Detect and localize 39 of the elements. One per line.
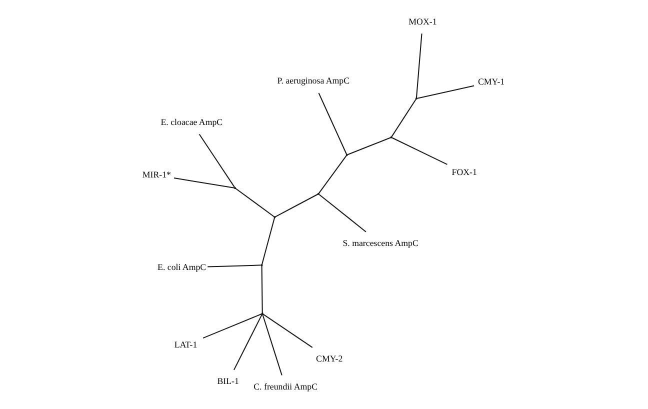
node-point <box>390 136 392 138</box>
node-point <box>234 187 236 190</box>
connector <box>198 134 236 188</box>
connector <box>392 137 448 165</box>
node-point <box>261 312 264 315</box>
node-text: BIL-1 <box>217 376 239 386</box>
connector <box>234 314 262 370</box>
node-point <box>274 216 276 218</box>
connector <box>347 137 391 156</box>
node-point <box>317 192 320 195</box>
node-text: S. marcescens AmpC <box>342 238 418 248</box>
connector <box>318 155 347 194</box>
connector <box>261 218 275 265</box>
connector <box>416 34 422 98</box>
node-text: FOX-1 <box>452 167 477 178</box>
node-text: P. aeruginosa AmpC <box>277 76 350 86</box>
connector <box>261 266 263 313</box>
connector <box>318 194 366 232</box>
connector <box>275 194 318 218</box>
connector <box>202 314 262 339</box>
node-text: E. coli AmpC <box>158 262 206 272</box>
connector <box>262 314 313 348</box>
connector <box>262 314 282 376</box>
node-text: MIR-1* <box>142 169 171 180</box>
connector <box>174 177 234 188</box>
connector <box>208 264 261 268</box>
node-point <box>415 98 418 100</box>
node-point <box>260 264 263 266</box>
node-text: E. cloacae AmpC <box>160 117 223 128</box>
connector <box>235 188 274 218</box>
node-text: CMY-1 <box>478 76 505 86</box>
node-text: C. freundii AmpC <box>254 381 318 392</box>
node-text: LAT-1 <box>174 340 198 350</box>
connector <box>417 85 474 99</box>
node-text: MOX-1 <box>408 16 437 26</box>
connector <box>318 92 347 154</box>
connector <box>391 99 416 137</box>
node-text: CMY-2 <box>316 353 343 364</box>
node-point <box>346 154 348 156</box>
